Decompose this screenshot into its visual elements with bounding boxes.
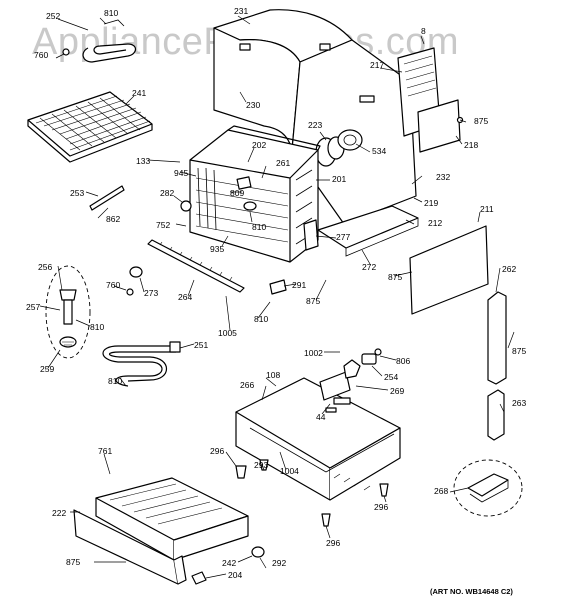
label-254: 254 [384, 372, 398, 382]
label-256: 256 [38, 262, 52, 272]
label-257: 257 [26, 302, 40, 312]
label-810-d: 810 [254, 314, 268, 324]
drawer-frame [235, 359, 401, 501]
label-1002: 1002 [304, 348, 323, 358]
label-935: 935 [210, 244, 224, 254]
label-810-c: 810 [90, 322, 104, 332]
label-282: 282 [160, 188, 174, 198]
label-810-e: 810 [108, 376, 122, 386]
oven-cavity [189, 125, 321, 263]
label-211: 211 [480, 204, 494, 214]
label-273: 273 [144, 288, 158, 298]
label-1005: 1005 [218, 328, 237, 338]
label-806: 806 [396, 356, 410, 366]
leader-lines [39, 15, 515, 579]
label-241: 241 [132, 88, 146, 98]
label-277: 277 [336, 232, 350, 242]
leveling-legs [235, 459, 389, 527]
label-219: 219 [424, 198, 438, 208]
bake-element [102, 341, 181, 387]
anti-tip-bracket [453, 459, 523, 517]
label-222: 222 [52, 508, 66, 518]
label-202: 202 [252, 140, 266, 150]
label-761: 761 [98, 446, 112, 456]
label-296-c: 296 [326, 538, 340, 548]
label-259: 259 [40, 364, 54, 374]
part-labels: 252 810 760 231 8 217 875 218 241 230 22… [26, 6, 526, 580]
label-251: 251 [194, 340, 208, 350]
label-752: 752 [156, 220, 170, 230]
label-272: 272 [362, 262, 376, 272]
label-262: 262 [502, 264, 516, 274]
label-810: 810 [104, 8, 118, 18]
label-269: 269 [390, 386, 404, 396]
label-133: 133 [136, 156, 150, 166]
label-263: 263 [512, 398, 526, 408]
label-534: 534 [372, 146, 386, 156]
label-291: 291 [292, 280, 306, 290]
label-266: 266 [240, 380, 254, 390]
oven-rack [27, 91, 153, 163]
label-292: 292 [272, 558, 286, 568]
label-875-d: 875 [512, 346, 526, 356]
label-760-b: 760 [106, 280, 120, 290]
label-945: 945 [174, 168, 188, 178]
label-1004: 1004 [280, 466, 299, 476]
label-293: 293 [254, 460, 268, 470]
screw-760-top [62, 48, 70, 56]
convection-fan [315, 129, 363, 167]
broil-element-top [62, 19, 137, 63]
label-875-b: 875 [388, 272, 402, 282]
label-875-e: 875 [66, 557, 80, 567]
label-875-c: 875 [306, 296, 320, 306]
label-261: 261 [276, 158, 290, 168]
side-trim [487, 291, 507, 441]
label-201: 201 [332, 174, 346, 184]
label-242: 242 [222, 558, 236, 568]
label-8: 8 [421, 26, 426, 36]
label-810-b: 810 [252, 222, 266, 232]
label-264: 264 [178, 292, 192, 302]
label-232: 232 [436, 172, 450, 182]
label-296: 296 [210, 446, 224, 456]
art-number: (ART NO. WB14648 C2) [430, 587, 513, 596]
label-252: 252 [46, 11, 60, 21]
label-231: 231 [234, 6, 248, 16]
side-panel [409, 225, 489, 315]
label-218: 218 [464, 140, 478, 150]
label-217: 217 [370, 60, 384, 70]
label-760: 760 [34, 50, 48, 60]
label-108: 108 [266, 370, 280, 380]
label-253: 253 [70, 188, 84, 198]
label-44: 44 [316, 412, 326, 422]
back-panel-right [397, 47, 464, 153]
label-204: 204 [228, 570, 242, 580]
label-862: 862 [106, 214, 120, 224]
label-875: 875 [474, 116, 488, 126]
label-212: 212 [428, 218, 442, 228]
label-296-b: 296 [374, 502, 388, 512]
label-230: 230 [246, 100, 260, 110]
storage-drawer [73, 477, 265, 585]
label-223: 223 [308, 120, 322, 130]
label-809: 809 [230, 188, 244, 198]
bottom-duct [303, 205, 419, 257]
switches [361, 348, 382, 365]
label-268: 268 [434, 486, 448, 496]
small-parts [89, 185, 287, 296]
igniter-assembly [45, 265, 91, 359]
